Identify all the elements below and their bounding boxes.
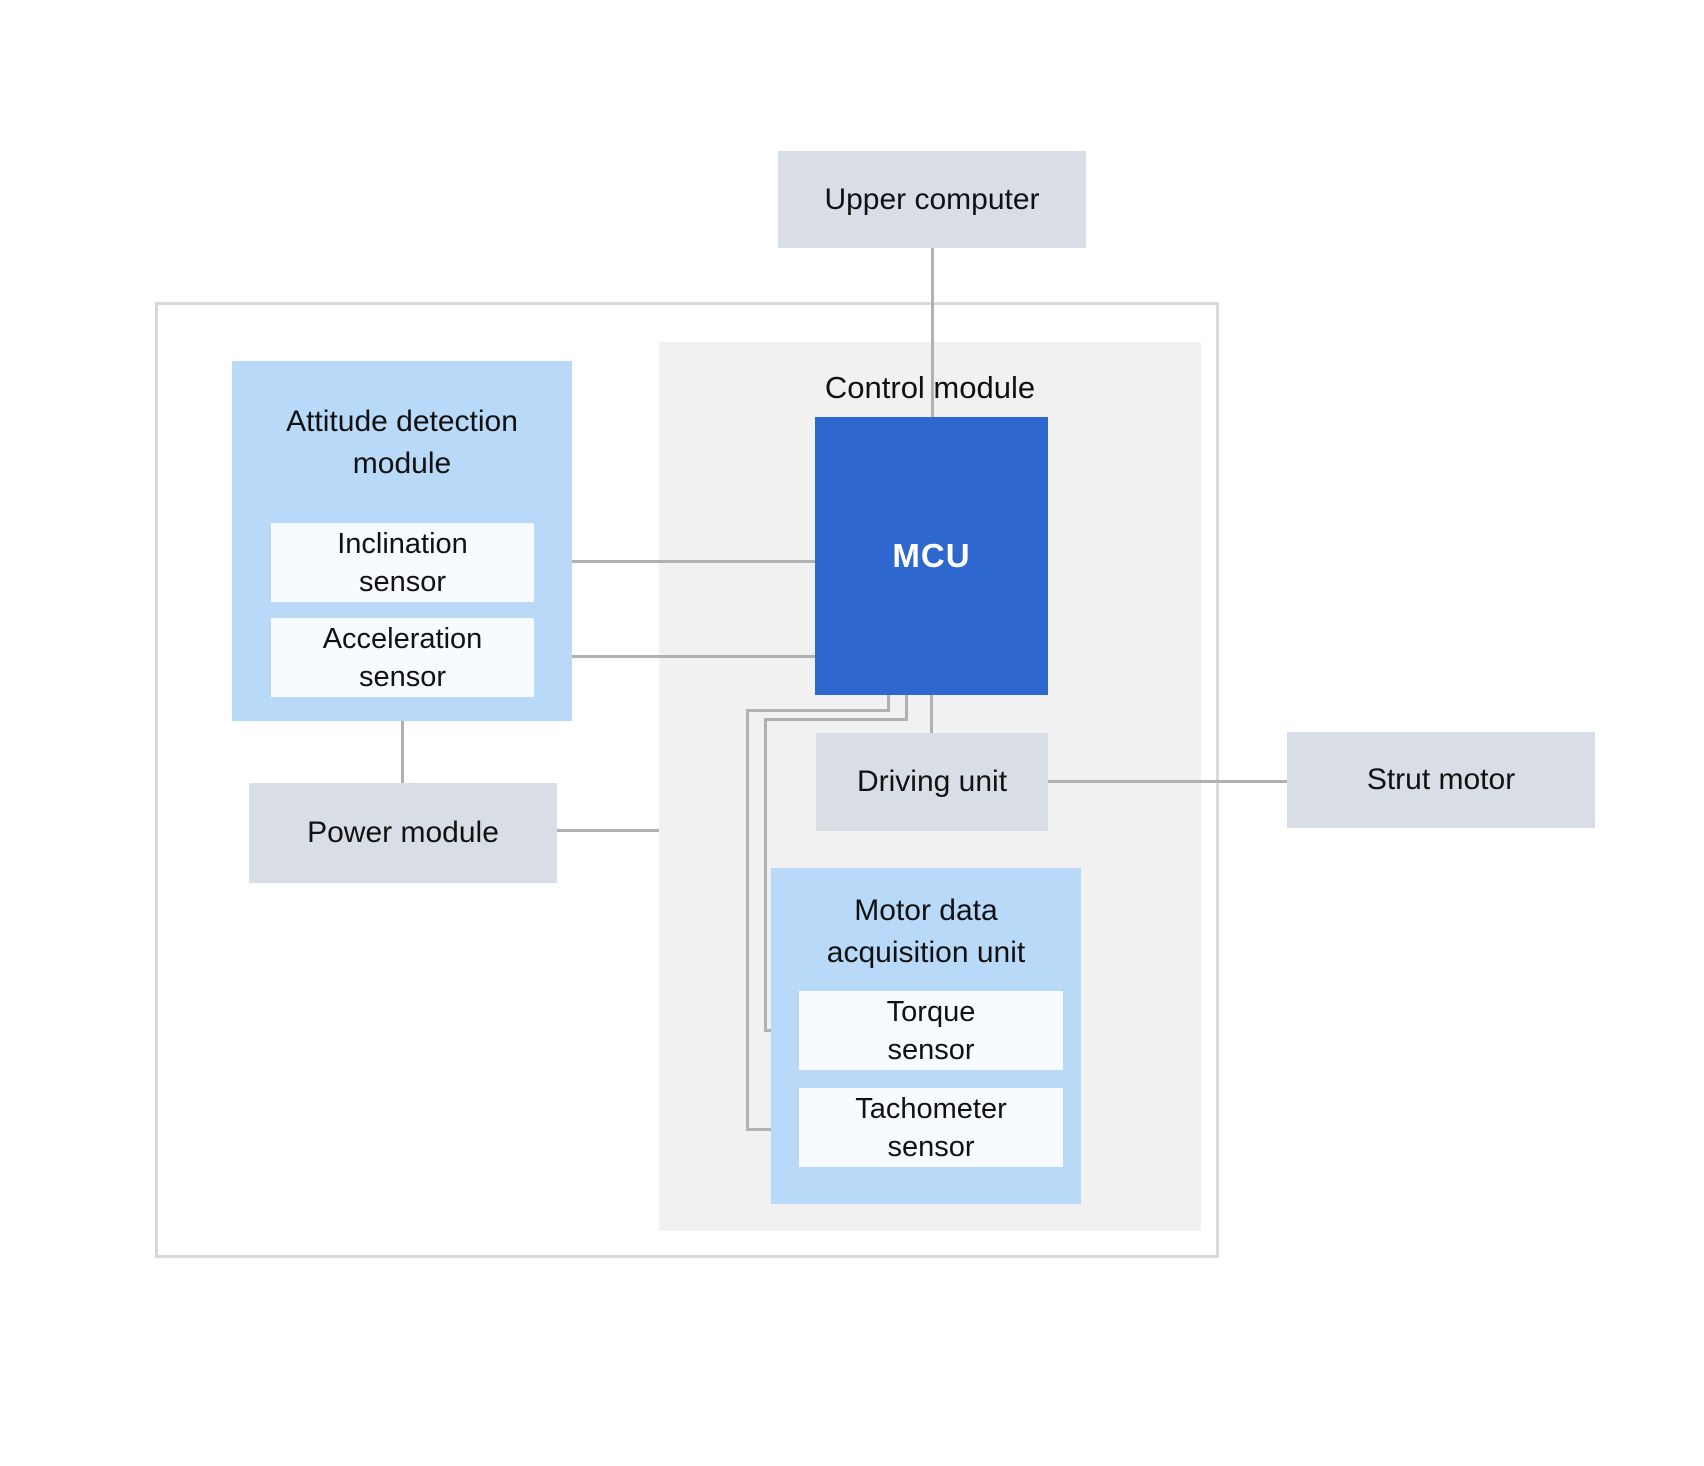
acceleration-sensor-node: Acceleration sensor (271, 618, 534, 697)
upper-computer-label: Upper computer (824, 182, 1040, 216)
attitude-detection-module-title: Attitude detection module (286, 405, 518, 480)
tachometer-sensor-node: Tachometer sensor (799, 1088, 1063, 1167)
connector-mcu-driving-unit (930, 695, 933, 733)
connector-mcu-tachometer-segment-2 (746, 709, 890, 712)
connector-acceleration-sensor-mcu (534, 655, 815, 658)
driving-unit-node: Driving unit (816, 733, 1048, 831)
connector-mcu-torque-segment-2 (764, 718, 908, 721)
connector-attitude-module-power-module (401, 721, 404, 783)
connector-upper-computer-mcu (931, 248, 934, 417)
inclination-sensor-label: Inclination sensor (337, 527, 468, 598)
connector-mcu-torque-segment-3 (764, 718, 767, 1032)
tachometer-sensor-label: Tachometer sensor (855, 1092, 1007, 1163)
upper-computer-node: Upper computer (778, 151, 1086, 248)
power-module-label: Power module (307, 816, 499, 849)
connector-inclination-sensor-mcu (534, 560, 815, 563)
connector-mcu-torque-segment-1 (905, 695, 908, 721)
mcu-label: MCU (892, 537, 971, 574)
connector-power-module-control-module (557, 829, 659, 832)
inclination-sensor-node: Inclination sensor (271, 523, 534, 602)
driving-unit-label: Driving unit (856, 765, 1008, 798)
connector-driving-unit-strut-motor (1048, 780, 1287, 783)
motor-data-acquisition-unit-title: Motor data acquisition unit (826, 894, 1026, 969)
torque-sensor-label: Torque sensor (886, 995, 976, 1066)
power-module-node: Power module (249, 783, 557, 883)
strut-motor-node: Strut motor (1287, 732, 1595, 828)
acceleration-sensor-label: Acceleration sensor (322, 622, 483, 693)
connector-mcu-tachometer-segment-3 (746, 709, 749, 1131)
control-module-title: Control module (824, 370, 1036, 405)
torque-sensor-node: Torque sensor (799, 991, 1063, 1070)
connector-mcu-tachometer-segment-1 (887, 695, 890, 712)
mcu-node: MCU (815, 417, 1048, 695)
strut-motor-label: Strut motor (1366, 763, 1516, 796)
